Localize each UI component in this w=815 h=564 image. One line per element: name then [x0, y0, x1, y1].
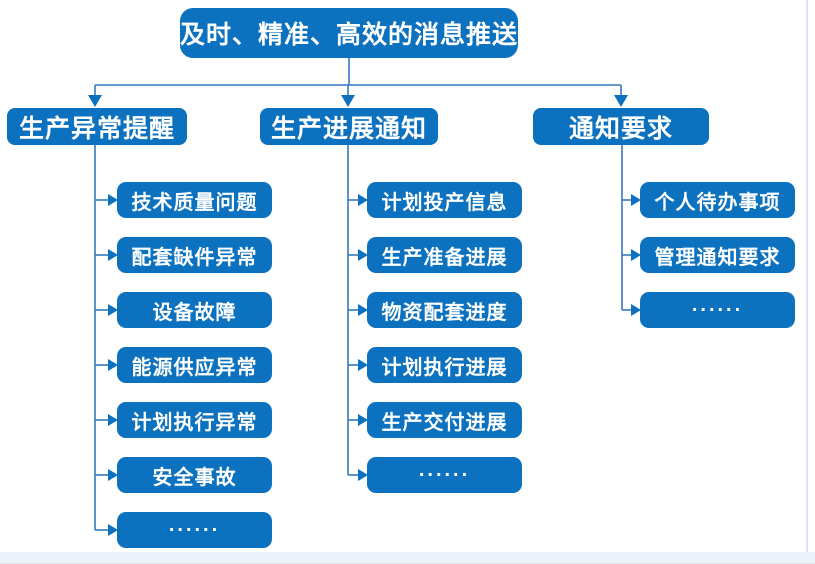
leaf-node: 计划投产信息: [367, 182, 522, 218]
ellipsis-label: ......: [418, 458, 471, 481]
leaf-node: 物资配套进度: [367, 292, 522, 328]
branch-header-notification-requirements: 通知要求: [533, 108, 709, 145]
leaf-node-ellipsis: ......: [640, 292, 795, 328]
leaf-node-ellipsis: ......: [117, 512, 272, 548]
leaf-node: 技术质量问题: [117, 182, 272, 218]
ellipsis-label: ......: [691, 293, 744, 316]
branch-header-production-exception: 生产异常提醒: [7, 108, 187, 145]
branch-header-production-progress: 生产进展通知: [260, 108, 438, 145]
ellipsis-label: ......: [168, 513, 221, 536]
root-node: 及时、精准、高效的消息推送: [180, 8, 518, 58]
arrowhead-down-header-3: [614, 95, 628, 107]
leaf-node: 管理通知要求: [640, 237, 795, 273]
leaf-node-ellipsis: ......: [367, 457, 522, 493]
leaf-node: 能源供应异常: [117, 347, 272, 383]
arrowhead-down-header-1: [88, 95, 102, 107]
leaf-node: 生产准备进展: [367, 237, 522, 273]
leaf-node: 计划执行异常: [117, 402, 272, 438]
slide-right-edge-line: [806, 0, 808, 552]
leaf-node: 计划执行进展: [367, 347, 522, 383]
leaf-node: 个人待办事项: [640, 182, 795, 218]
arrowhead-down-header-2: [341, 95, 355, 107]
leaf-node: 配套缺件异常: [117, 237, 272, 273]
leaf-node: 安全事故: [117, 457, 272, 493]
leaf-node: 生产交付进展: [367, 402, 522, 438]
leaf-node: 设备故障: [117, 292, 272, 328]
